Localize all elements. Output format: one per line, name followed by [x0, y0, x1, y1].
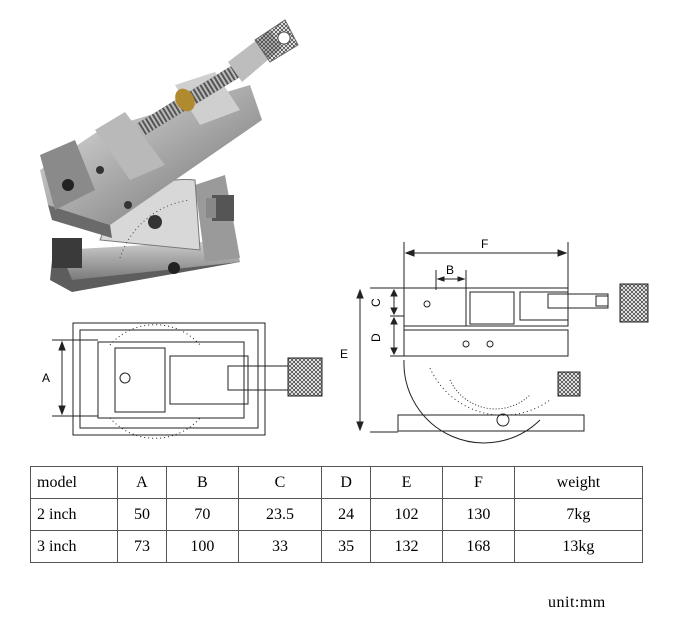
table-row: 2 inch 50 70 23.5 24 102 130 7kg	[30, 498, 644, 531]
table-cell: 100	[165, 530, 239, 563]
table-cell: 73	[117, 530, 167, 563]
vise-illustrations: F B	[40, 19, 649, 444]
table-cell: 33	[237, 530, 323, 563]
table-cell: 24	[321, 498, 372, 531]
svg-text:C: C	[369, 298, 383, 307]
svg-text:B: B	[446, 263, 454, 277]
spec-table: model A B C D E F weight 2 inch 50 70 23…	[30, 466, 644, 563]
header-cell: B	[165, 466, 239, 499]
svg-text:F: F	[481, 237, 488, 251]
table-cell: 130	[441, 498, 515, 531]
side-view-drawing: F B	[340, 237, 649, 444]
table-cell: 7kg	[513, 498, 644, 531]
table-cell: 132	[370, 530, 443, 563]
header-cell: C	[237, 466, 323, 499]
header-cell: D	[321, 466, 372, 499]
table-row: 3 inch 73 100 33 35 132 168 13kg	[30, 530, 644, 563]
svg-text:A: A	[42, 371, 50, 385]
table-cell: 168	[441, 530, 515, 563]
table-cell: 23.5	[237, 498, 323, 531]
header-cell: weight	[513, 466, 644, 499]
header-cell: F	[441, 466, 515, 499]
header-cell: E	[370, 466, 443, 499]
table-cell: 50	[117, 498, 167, 531]
svg-text:D: D	[369, 333, 383, 342]
top-view-drawing: A	[42, 322, 323, 439]
table-header-row: model A B C D E F weight	[30, 466, 644, 499]
table-cell: 102	[370, 498, 443, 531]
svg-text:E: E	[340, 347, 348, 361]
table-cell: 35	[321, 530, 372, 563]
table-cell: 13kg	[513, 530, 644, 563]
unit-label: unit:mm	[548, 594, 606, 611]
header-cell: A	[117, 466, 167, 499]
table-cell: 2 inch	[30, 498, 118, 531]
table-cell: 70	[165, 498, 239, 531]
vise-photo	[40, 19, 299, 292]
header-cell: model	[30, 466, 118, 499]
table-cell: 3 inch	[30, 530, 118, 563]
